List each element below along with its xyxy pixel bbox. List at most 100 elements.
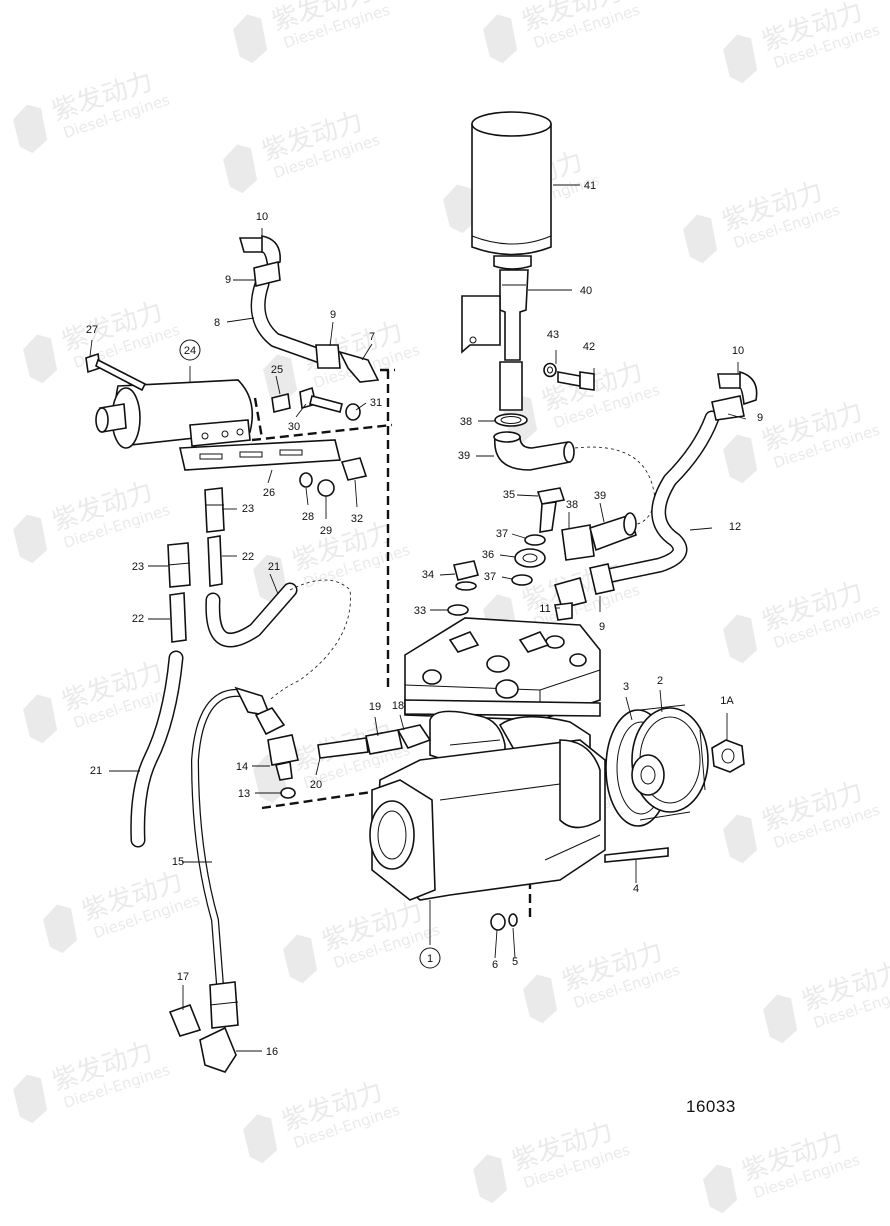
callout-c9c: 9: [757, 412, 763, 424]
callout-text: 21: [268, 561, 280, 573]
hose-21-upper: [205, 579, 351, 701]
callout-text: 2: [657, 675, 663, 687]
callout-text: 19: [369, 701, 381, 713]
fittings-23-22-upper: [204, 487, 225, 587]
callout-circle: [179, 339, 201, 361]
callout-c30: 30: [288, 421, 300, 433]
callout-c13: 13: [238, 788, 250, 800]
callout-c37b: 37: [484, 571, 496, 583]
callout-text: 38: [460, 416, 472, 428]
callout-c18: 18: [392, 700, 404, 712]
elbow-hose-39-upper: [493, 431, 656, 526]
callout-c9b: 9: [330, 309, 336, 321]
callout-c11: 11: [539, 603, 550, 615]
callout-text: 27: [86, 324, 98, 336]
hose-12: [604, 410, 720, 583]
brake-line-15: [190, 686, 286, 989]
watermark-logo-icon: [683, 214, 718, 264]
watermark-logo-icon: [723, 814, 758, 864]
hose-8: [250, 276, 328, 364]
callout-labels: 1231A45678999910101112131415161718192021…: [86, 180, 763, 1058]
watermark-logo-icon: [43, 904, 78, 954]
callout-c21b: 21: [268, 561, 280, 573]
callout-text: 24: [184, 345, 196, 357]
callout-c10b: 10: [732, 345, 744, 357]
callout-text: 4: [633, 883, 639, 895]
callout-c37a: 37: [496, 528, 508, 540]
drive-gear-2: [631, 704, 709, 821]
stud-4: [604, 847, 669, 863]
watermark-logo-icon: [723, 434, 758, 484]
callout-c5: 5: [512, 956, 518, 968]
callout-c28: 28: [302, 511, 314, 523]
callout-text: 9: [225, 274, 231, 286]
hose-21-lower: [130, 650, 184, 848]
watermark-logo-icon: [723, 34, 758, 84]
bolt-42: [543, 362, 595, 391]
watermark-logo-icon: [263, 354, 298, 404]
watermark-logo-icon: [763, 994, 798, 1044]
callout-c31: 31: [370, 397, 382, 409]
callout-text: 13: [238, 788, 250, 800]
callout-c33: 33: [414, 605, 426, 617]
nut-1a: [711, 739, 745, 773]
callout-text: 12: [729, 521, 741, 533]
callout-text: 10: [732, 345, 744, 357]
air-dryer-24: [95, 379, 342, 471]
callout-c41: 41: [584, 180, 596, 192]
callout-text: 39: [458, 450, 470, 462]
callout-text: 22: [242, 551, 254, 563]
bolt-27: [85, 352, 147, 392]
callout-c39b: 39: [594, 490, 606, 502]
watermark-logo-icon: [223, 144, 258, 194]
callout-text: 16: [266, 1046, 278, 1058]
callout-text: 9: [330, 309, 336, 321]
watermark-logo-icon: [443, 184, 478, 234]
callout-text: 20: [310, 779, 322, 791]
callout-c27: 27: [86, 324, 98, 336]
callout-text: 23: [242, 503, 254, 515]
callout-text: 34: [422, 569, 434, 581]
callout-text: 39: [594, 490, 606, 502]
callout-c39a: 39: [458, 450, 470, 462]
bolts-25-30-31: [271, 386, 361, 421]
banjo-bolt-35: [536, 487, 566, 533]
callout-c20: 20: [310, 779, 322, 791]
callout-c6: 6: [492, 959, 498, 971]
watermark-logo-icon: [283, 934, 318, 984]
callout-c38b: 38: [566, 499, 578, 511]
callout-text: 42: [583, 341, 595, 353]
callout-text: 29: [320, 525, 332, 537]
callout-text: 18: [392, 700, 404, 712]
watermark-logo-icon: [13, 104, 48, 154]
callout-c38a: 38: [460, 416, 472, 428]
seal-38-upper: [494, 413, 528, 427]
callout-c23a: 23: [242, 503, 254, 515]
callout-c4: 4: [633, 883, 639, 895]
callout-c35: 35: [503, 489, 515, 501]
callout-text: 10: [256, 211, 268, 223]
callout-text: 21: [90, 765, 102, 777]
elbow-fittings-top: [238, 235, 380, 383]
callout-text: 1: [427, 953, 433, 965]
callout-text: 26: [263, 487, 275, 499]
callout-text: 30: [288, 421, 300, 433]
callout-text: 8: [214, 317, 220, 329]
callout-c43: 43: [547, 329, 559, 341]
callout-c14: 14: [236, 761, 248, 773]
watermark-logo-icon: [23, 694, 58, 744]
oil-filter-41: [471, 111, 552, 270]
callout-text: 5: [512, 956, 518, 968]
